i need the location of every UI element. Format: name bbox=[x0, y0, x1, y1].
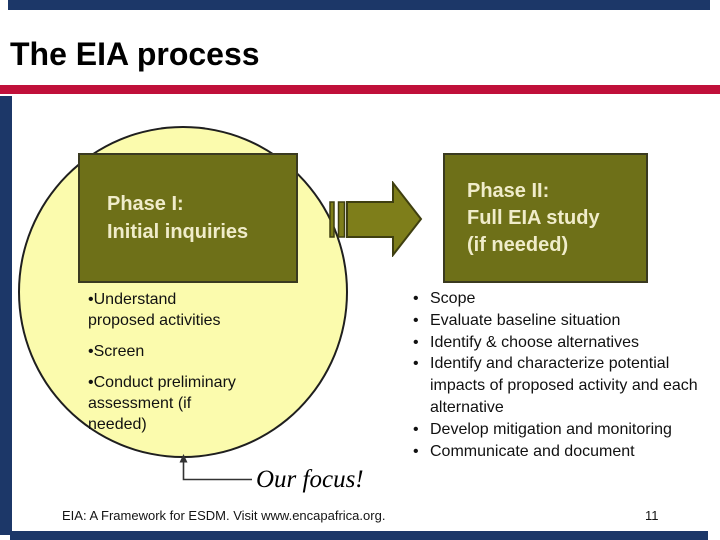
focus-pointer-arrow-icon bbox=[179, 454, 252, 481]
focus-annotation: Our focus! bbox=[256, 466, 364, 493]
red-divider-bar bbox=[0, 85, 720, 94]
list-item: Understand proposed activities bbox=[88, 289, 238, 331]
phase1-heading-line2: Initial inquiries bbox=[107, 221, 249, 243]
phase2-bullet-list: Scope Evaluate baseline situation Identi… bbox=[413, 288, 705, 462]
list-item: Scope bbox=[413, 288, 705, 310]
list-item: Identify & choose alternatives bbox=[413, 332, 705, 354]
list-item: Communicate and document bbox=[413, 441, 705, 463]
phase1-box: Phase I: Initial inquiries bbox=[78, 153, 298, 283]
phase2-heading-line2: Full EIA study bbox=[467, 206, 600, 229]
phase-transition-arrow-icon bbox=[329, 181, 423, 257]
phase1-bullet-list: Understand proposed activities Screen Co… bbox=[88, 289, 238, 445]
list-item: Identify and characterize potential impa… bbox=[413, 353, 705, 418]
list-item: Screen bbox=[88, 341, 238, 362]
page-number: 11 bbox=[645, 508, 659, 523]
list-item: Develop mitigation and monitoring bbox=[413, 419, 705, 441]
bottom-accent-bar bbox=[10, 531, 708, 540]
page-title: The EIA process bbox=[10, 36, 260, 72]
phase2-heading-line1: Phase II: bbox=[467, 179, 550, 202]
phase1-heading-line1: Phase I: bbox=[107, 193, 184, 215]
footer-text: EIA: A Framework for ESDM. Visit www.enc… bbox=[62, 508, 386, 523]
top-accent-bar bbox=[8, 0, 710, 10]
left-accent-stripe bbox=[0, 96, 12, 535]
list-item: Evaluate baseline situation bbox=[413, 310, 705, 332]
phase2-heading-line3: (if needed) bbox=[467, 233, 569, 256]
phase2-box: Phase II: Full EIA study (if needed) bbox=[443, 153, 648, 283]
list-item: Conduct preliminary assessment (if neede… bbox=[88, 372, 238, 435]
